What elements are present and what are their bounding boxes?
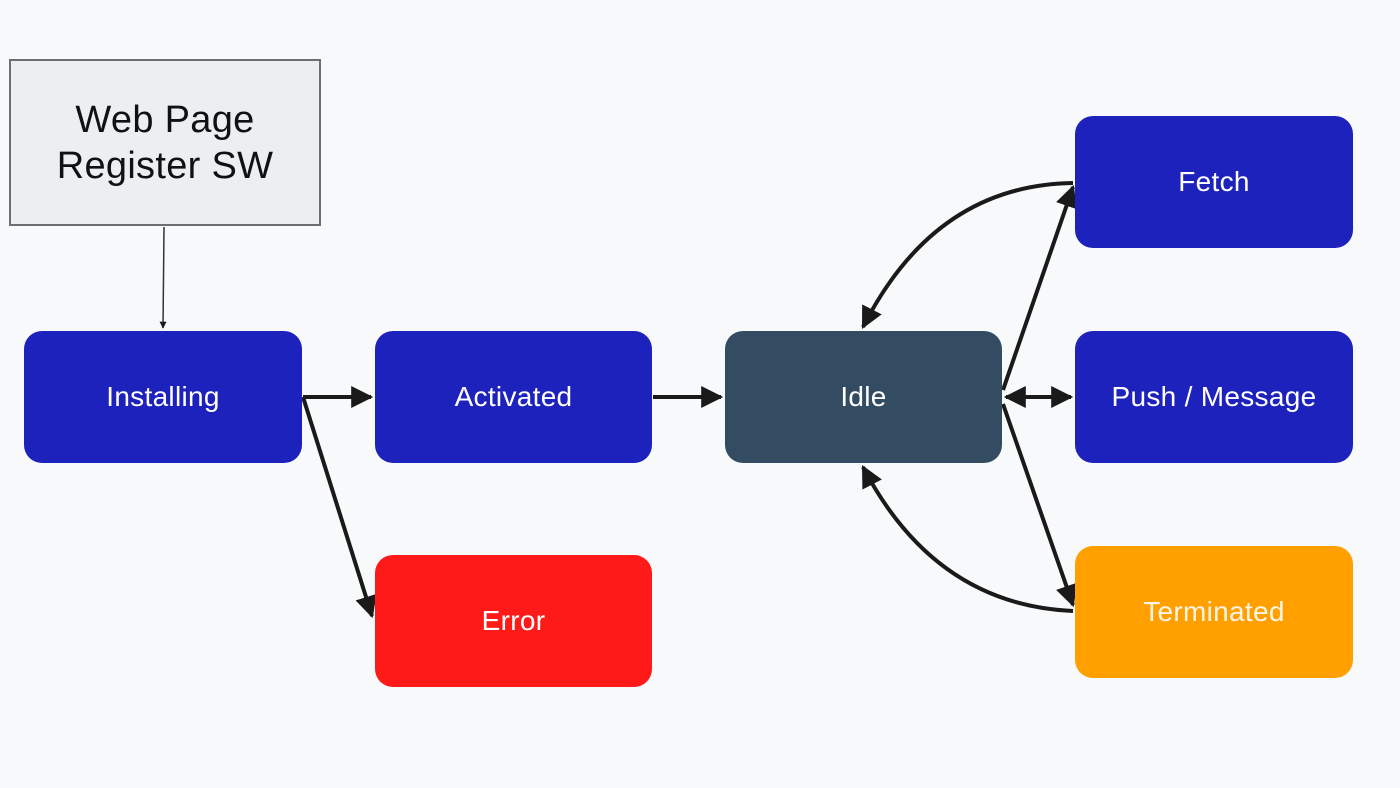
start-line-2: Register SW [56,144,274,187]
state-terminated: Terminated [1075,546,1353,678]
state-idle-label: Idle [840,381,887,412]
state-activated-label: Activated [454,381,573,412]
state-error: Error [375,555,652,687]
state-terminated-label: Terminated [1143,596,1285,627]
edge-terminated-to-idle [861,465,1074,613]
state-idle: Idle [725,331,1002,463]
edge-fetch-to-idle [861,181,1074,329]
edge-idle-to-fetch [1001,184,1077,391]
web-page-register-sw-box: Web Page Register SW [9,59,321,226]
state-push-message: Push / Message [1075,331,1353,463]
start-line-1: Web Page [75,98,255,141]
state-error-label: Error [481,605,546,636]
edge-idle-to-terminated [1001,403,1077,608]
edge-installing-to-error [301,396,377,619]
state-fetch-label: Fetch [1178,166,1250,197]
state-installing: Installing [24,331,302,463]
state-installing-label: Installing [106,381,220,412]
state-activated: Activated [375,331,652,463]
edge-start-to-installing [159,226,167,329]
state-fetch: Fetch [1075,116,1353,248]
state-push-message-label: Push / Message [1111,381,1317,412]
